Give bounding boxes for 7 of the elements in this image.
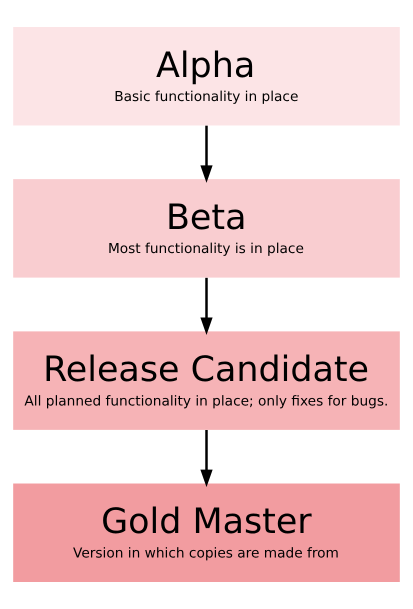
node-box: Alpha Basic functionality in place xyxy=(13,27,400,126)
node-box: Gold Master Version in which copies are made from xyxy=(13,483,400,582)
arrow xyxy=(200,278,213,336)
arrow xyxy=(200,430,213,488)
arrow xyxy=(200,126,213,183)
node-box: Release Candidate All planned functionality in place; only fixes for bugs. xyxy=(13,331,400,430)
node-box: Beta Most functionality is in place xyxy=(13,179,400,278)
